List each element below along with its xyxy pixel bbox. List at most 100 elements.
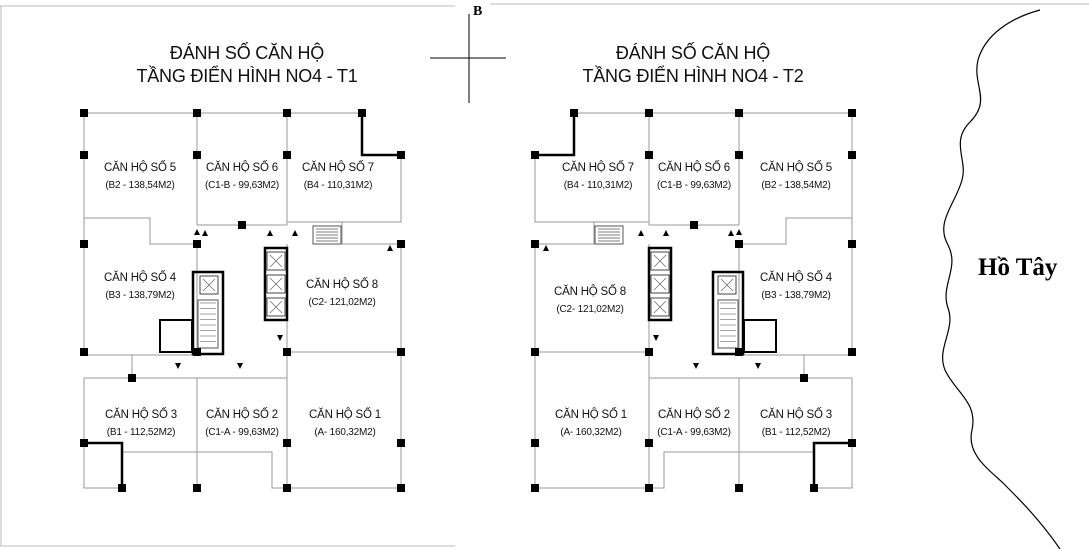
t1-unit-4-label: CĂN HỘ SỐ 4 (B3 - 138,79M2) — [104, 270, 176, 304]
column — [193, 348, 201, 356]
t1-unit-6-area: (C1-B - 99,63M2) — [204, 180, 280, 191]
column — [80, 240, 88, 248]
lift-shaft — [263, 246, 289, 322]
wall-5-4 — [739, 217, 852, 245]
column — [80, 348, 88, 356]
t2-unit-7-label: CĂN HỘ SỐ 7 (B4 - 110,31M2) — [562, 160, 634, 194]
column — [645, 151, 653, 159]
wall-5-4 — [84, 217, 197, 245]
t2-unit-8-name: CĂN HỘ SỐ 8 — [554, 286, 626, 298]
column — [531, 240, 539, 248]
t1-unit-8-area: (C2- 121,02M2) — [308, 297, 376, 308]
t1-unit-5-area: (B2 - 138,54M2) — [105, 180, 175, 191]
column — [531, 484, 539, 492]
column — [283, 439, 291, 447]
column — [358, 109, 366, 117]
t1-unit-5-name: CĂN HỘ SỐ 5 — [104, 162, 176, 174]
core-stair — [191, 270, 225, 356]
entry-arrow-down — [755, 363, 761, 369]
elevator-cross — [720, 278, 734, 292]
elevator-cross — [269, 254, 283, 268]
column — [193, 109, 201, 117]
column — [848, 240, 856, 248]
elevator-cross — [653, 277, 667, 291]
wall-row-top — [594, 221, 739, 226]
column — [735, 348, 743, 356]
heavy-wall-bottom-left — [84, 441, 124, 488]
column — [531, 439, 539, 447]
t2-unit-3-area: (B1 - 112,52M2) — [761, 427, 831, 438]
t2-unit-1-area: (A- 160,32M2) — [560, 427, 622, 438]
column — [848, 109, 856, 117]
entry-arrow-up — [728, 230, 734, 236]
entry-arrow-up — [736, 229, 742, 235]
entry-arrow-up — [638, 230, 644, 236]
entry-arrow-down — [693, 363, 699, 369]
service-shaft — [743, 319, 777, 353]
t1-unit-6-label: CĂN HỘ SỐ 6 (C1-B - 99,63M2) — [205, 160, 279, 194]
core-stair-flight — [197, 299, 219, 349]
column — [645, 439, 653, 447]
elevator-cross — [653, 300, 667, 314]
elevator-cross — [269, 300, 283, 314]
core-stair — [711, 270, 745, 356]
column — [735, 151, 743, 159]
t2-unit-5-label: CĂN HỘ SỐ 5 (B2 - 138,54M2) — [760, 160, 832, 194]
wall-row-top — [197, 221, 342, 226]
column — [531, 348, 539, 356]
t2-unit-3-name: CĂN HỘ SỐ 3 — [760, 409, 832, 421]
plan-t2-title-line2: TẦNG ĐIỂN HÌNH NO4 - T2 — [582, 66, 804, 86]
heavy-wall-top-right — [360, 113, 401, 157]
plan-t1-title-line2: TẦNG ĐIỂN HÌNH NO4 - T1 — [136, 66, 358, 86]
t1-unit-1-name: CĂN HỘ SỐ 1 — [309, 409, 381, 421]
t2-unit-4-area: (B3 - 138,79M2) — [761, 290, 831, 301]
t1-unit-2-label: CĂN HỘ SỐ 2 (C1-A - 99,63M2) — [205, 407, 279, 441]
entry-arrow-up — [202, 230, 208, 236]
t1-unit-3-name: CĂN HỘ SỐ 3 — [105, 409, 177, 421]
t2-unit-1-name: CĂN HỘ SỐ 1 — [555, 409, 627, 421]
t2-unit-4-label: CĂN HỘ SỐ 4 (B3 - 138,79M2) — [760, 270, 832, 304]
t1-unit-8-name: CĂN HỘ SỐ 8 — [306, 279, 378, 291]
north-mark-label: B — [473, 4, 483, 19]
column — [810, 484, 818, 492]
plan-t1-title-line1: ĐÁNH SỐ CĂN HỘ — [169, 43, 325, 63]
column — [690, 221, 698, 229]
column — [645, 109, 653, 117]
t1-unit-3-label: CĂN HỘ SỐ 3 (B1 - 112,52M2) — [105, 407, 177, 441]
column — [128, 374, 136, 382]
column — [848, 151, 856, 159]
column — [283, 151, 291, 159]
heavy-wall-top-right — [535, 113, 576, 157]
column — [193, 240, 201, 248]
plan-t2-title: ĐÁNH SỐ CĂN HỘ TẦNG ĐIỂN HÌNH NO4 - T2 — [528, 42, 858, 88]
entry-arrow-up — [543, 245, 549, 251]
lake-label: Hồ Tây — [978, 254, 1058, 281]
column — [80, 151, 88, 159]
entry-arrow-up — [387, 245, 393, 251]
column — [645, 484, 653, 492]
column — [848, 348, 856, 356]
t1-unit-5-label: CĂN HỘ SỐ 5 (B2 - 138,54M2) — [104, 160, 176, 194]
t2-unit-8-area: (C2- 121,02M2) — [556, 304, 624, 315]
t2-unit-2-label: CĂN HỘ SỐ 2 (C1-A - 99,63M2) — [657, 407, 731, 441]
heavy-wall-bottom-left — [812, 441, 852, 488]
elevator-cross — [202, 278, 216, 292]
column — [570, 109, 578, 117]
entry-arrow-down — [277, 335, 283, 341]
column — [735, 109, 743, 117]
t1-unit-1-area: (A- 160,32M2) — [314, 427, 376, 438]
t2-unit-2-name: CĂN HỘ SỐ 2 — [658, 409, 730, 421]
plan-t1-title: ĐÁNH SỐ CĂN HỘ TẦNG ĐIỂN HÌNH NO4 - T1 — [82, 42, 412, 88]
column — [800, 374, 808, 382]
service-shaft — [159, 319, 193, 353]
column — [397, 348, 405, 356]
lift-shaft — [647, 246, 673, 322]
column — [735, 484, 743, 492]
entry-arrow-up — [194, 229, 200, 235]
column — [397, 439, 405, 447]
column — [645, 348, 653, 356]
t1-unit-7-label: CĂN HỘ SỐ 7 (B4 - 110,31M2) — [302, 160, 374, 194]
t1-unit-4-area: (B3 - 138,79M2) — [105, 290, 175, 301]
